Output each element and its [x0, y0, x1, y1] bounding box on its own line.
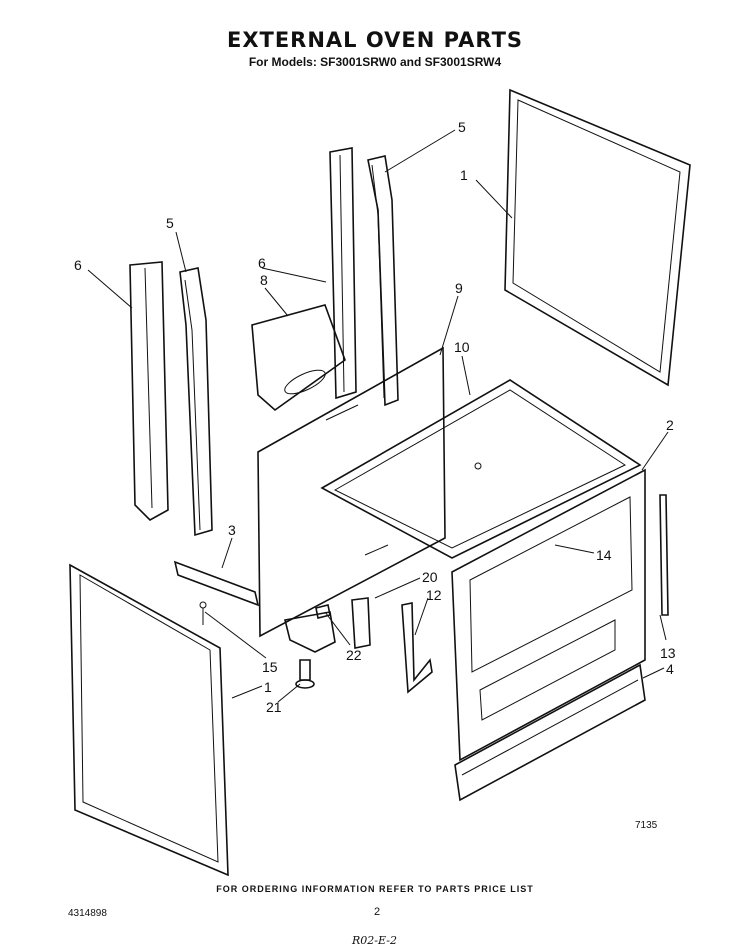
part-20-bracket — [351, 597, 371, 649]
part-12-hinge — [401, 602, 433, 694]
document-number: 4314898 — [68, 908, 107, 919]
callout-14: 14 — [596, 547, 612, 563]
callout-6-left: 6 — [74, 257, 82, 273]
callout-4: 4 — [666, 661, 674, 677]
part-4-bottom-trim — [454, 663, 646, 802]
models-subtitle: For Models: SF3001SRW0 and SF3001SRW4 — [248, 55, 502, 69]
callout-1-upper: 1 — [460, 167, 468, 183]
callout-20: 20 — [422, 569, 438, 585]
part-9-back-panel — [257, 346, 446, 638]
callout-5-left: 5 — [166, 215, 174, 231]
part-10-oven-bottom — [320, 379, 642, 559]
callout-15: 15 — [262, 659, 278, 675]
callout-8: 8 — [260, 272, 268, 288]
part-15-screw — [199, 601, 207, 625]
part-3-rail — [173, 560, 260, 607]
part-21-leveling-foot — [295, 659, 315, 689]
part-5-side-bracket-left — [179, 267, 213, 537]
part-1-door-frame-lower — [69, 563, 229, 877]
part-1-door-frame-upper — [504, 88, 691, 387]
callout-9: 9 — [455, 280, 463, 296]
part-2-front-frame — [451, 468, 646, 762]
callout-12: 12 — [426, 587, 442, 603]
ordering-info-note: FOR ORDERING INFORMATION REFER TO PARTS … — [216, 884, 534, 894]
callout-1-lower: 1 — [264, 679, 272, 695]
page-number: 2 — [374, 906, 381, 918]
part-13-strip — [659, 494, 669, 616]
part-8-vent-duct — [251, 304, 346, 412]
handwritten-note: R02-E-2 — [352, 934, 397, 947]
page-title: EXTERNAL OVEN PARTS — [226, 28, 524, 52]
callout-22: 22 — [346, 647, 362, 663]
callout-10: 10 — [454, 339, 470, 355]
callout-2: 2 — [666, 417, 674, 433]
part-5-side-bracket-right — [367, 155, 399, 407]
callout-3: 3 — [228, 522, 236, 538]
part-6-side-channel-left — [129, 261, 169, 521]
part-support-block — [284, 611, 336, 653]
figure-code: 7135 — [635, 820, 658, 831]
callout-21: 21 — [266, 699, 282, 715]
callout-5-right: 5 — [458, 119, 466, 135]
part-6-side-channel-right — [329, 147, 357, 400]
callout-13: 13 — [660, 645, 676, 661]
leader-lines — [87, 129, 669, 703]
callout-6-right: 6 — [258, 255, 266, 271]
